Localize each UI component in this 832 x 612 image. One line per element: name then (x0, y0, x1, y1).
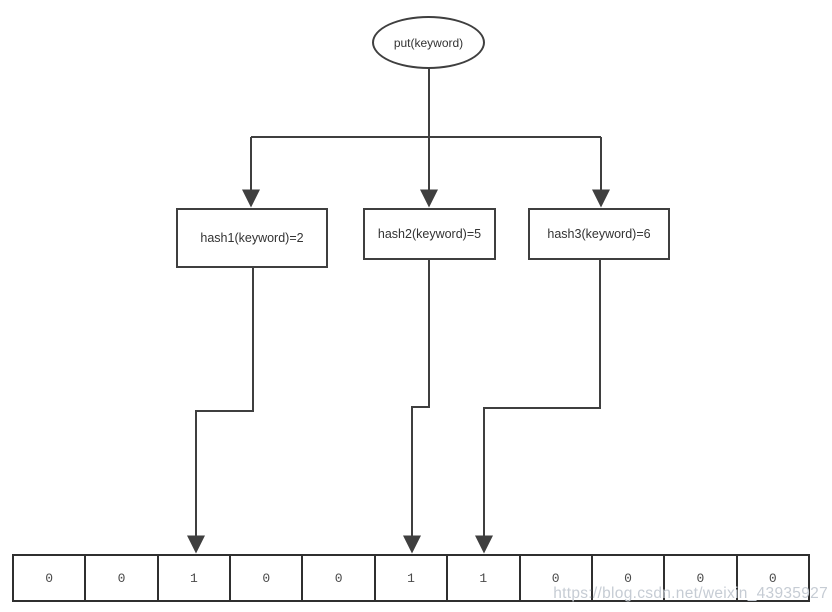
hash3-node: hash3(keyword)=6 (528, 208, 670, 260)
bit-cell-5: 1 (376, 556, 449, 600)
bit-cell-1: 0 (86, 556, 159, 600)
connector-hash2-to-cell5 (403, 260, 430, 554)
put-node-label: put(keyword) (393, 35, 464, 50)
bit-cell-10: 0 (768, 570, 777, 586)
bit-cell-0: 0 (14, 556, 87, 600)
hash2-node-label: hash2(keyword)=5 (377, 227, 482, 241)
put-node: put(keyword) (372, 16, 485, 69)
bit-cell-9: 0 (665, 556, 738, 600)
bit-cell-8: 0 (593, 556, 666, 600)
hash2-node: hash2(keyword)=5 (363, 208, 496, 260)
bit-cell-7: 0 (521, 556, 593, 600)
bit-array: 0 0 1 0 0 1 1 0 0 0 0 (12, 554, 810, 602)
hash3-node-label: hash3(keyword)=6 (547, 227, 651, 241)
hash1-node-label: hash1(keyword)=2 (200, 231, 304, 245)
bit-cell-2: 1 (159, 556, 232, 600)
hash1-node: hash1(keyword)=2 (176, 208, 328, 268)
connector-hash3-to-cell6 (475, 260, 601, 554)
bit-cell-3: 0 (231, 556, 304, 600)
bit-cell-4: 0 (303, 556, 376, 600)
bit-cell-6: 1 (448, 556, 521, 600)
connector-hash1-to-cell2 (187, 268, 254, 554)
